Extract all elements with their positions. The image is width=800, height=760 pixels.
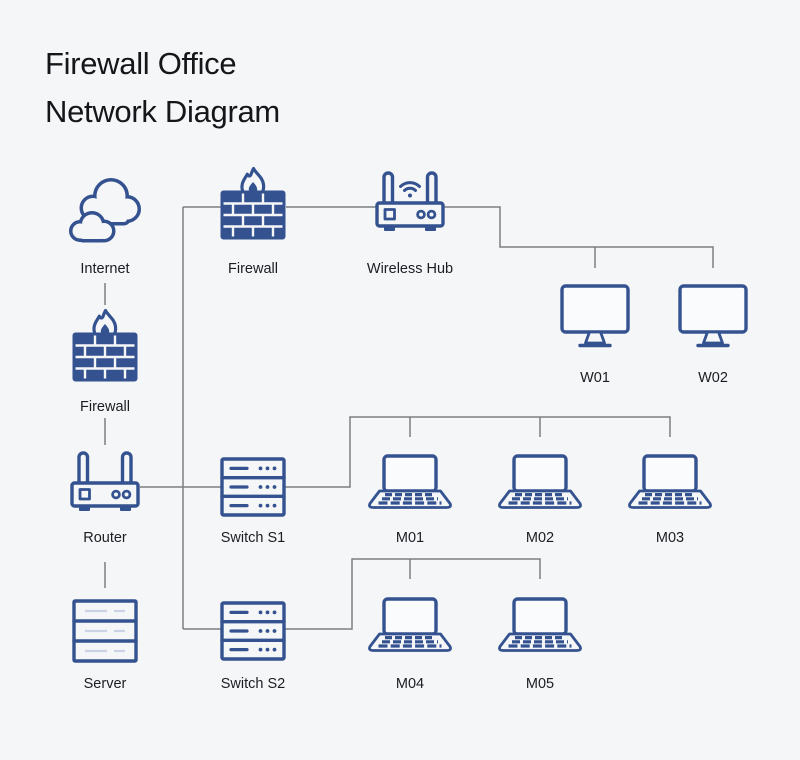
node-label: Switch S2	[221, 676, 285, 692]
node-label: Firewall	[80, 399, 130, 415]
node-label: W01	[580, 370, 610, 386]
laptop-icon	[367, 454, 453, 510]
node-label: W02	[698, 370, 728, 386]
node-m03: M03	[627, 454, 713, 546]
connectors	[104, 206, 714, 630]
cloud-icon	[73, 182, 138, 240]
node-firewall-top: Firewall	[220, 166, 286, 277]
laptop-icon	[497, 454, 583, 510]
node-label: Router	[83, 530, 127, 546]
node-label: M03	[656, 530, 684, 546]
laptop-icon	[497, 597, 583, 653]
node-wireless-hub: Wireless Hub	[367, 173, 453, 277]
node-label: M05	[526, 676, 554, 692]
node-label: M01	[396, 530, 424, 546]
node-switch-s1: Switch S1	[220, 457, 286, 546]
node-m02: M02	[497, 454, 583, 546]
connector-switch-s2-laptops-bus	[285, 558, 541, 630]
node-label: M02	[526, 530, 554, 546]
node-firewall-left: Firewall	[72, 308, 138, 415]
monitor-icon	[678, 284, 748, 348]
node-label: Firewall	[228, 261, 278, 277]
title-line-1: Firewall Office	[45, 46, 237, 81]
node-router: Router	[70, 451, 140, 546]
node-switch-s2: Switch S2	[220, 601, 286, 692]
wireless-hub-icon	[377, 173, 443, 231]
monitor-icon	[560, 284, 630, 348]
laptop-icon	[627, 454, 713, 510]
router-icon	[70, 451, 140, 513]
node-label: Wireless Hub	[367, 261, 453, 277]
node-internet: Internet	[73, 182, 138, 277]
node-label: Switch S1	[221, 530, 285, 546]
switch-icon	[220, 457, 286, 517]
firewall-icon	[72, 308, 138, 382]
switch-icon	[220, 601, 286, 661]
firewall-icon	[220, 166, 286, 240]
connector-switch-s1-laptops-bus	[285, 416, 671, 488]
node-m04: M04	[367, 597, 453, 692]
connector-wireless-hub-monitors-bus	[444, 206, 714, 268]
title-line-2: Network Diagram	[45, 94, 280, 129]
diagram-title: Firewall Office Network Diagram	[45, 40, 280, 136]
server-icon	[72, 599, 138, 663]
node-label: Internet	[80, 261, 129, 277]
node-label: M04	[396, 676, 424, 692]
laptop-icon	[367, 597, 453, 653]
node-m01: M01	[367, 454, 453, 546]
node-m05: M05	[497, 597, 583, 692]
node-label: Server	[84, 676, 127, 692]
node-w02: W02	[678, 284, 748, 386]
node-w01: W01	[560, 284, 630, 386]
node-server: Server	[72, 599, 138, 692]
